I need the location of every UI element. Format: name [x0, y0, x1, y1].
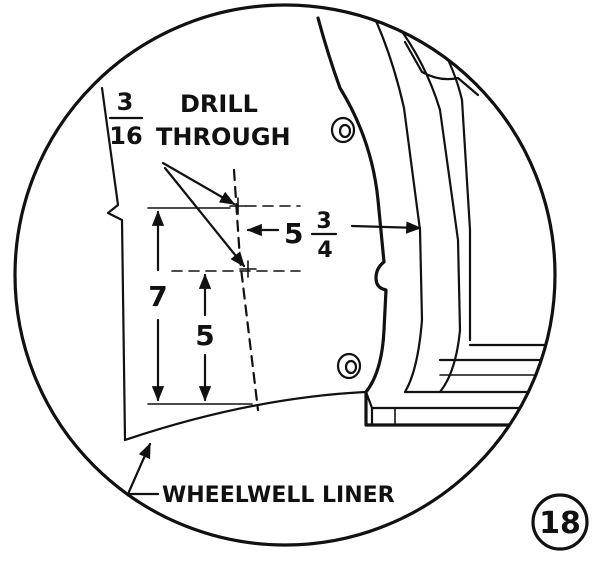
drill-leader-arrows: [161, 161, 246, 268]
step-number: 18: [539, 506, 581, 541]
vertical-dimension-7-label: 7: [148, 280, 167, 313]
horizontal-dimension-denominator: 4: [317, 238, 332, 263]
vertical-dimension-5-label: 5: [195, 319, 214, 352]
wheelwell-liner-label: WHEELWELL LINER: [162, 483, 395, 508]
through-label: THROUGH: [156, 123, 291, 151]
drill-label: DRILL: [180, 90, 258, 118]
drill-fraction-denominator: 16: [109, 122, 142, 150]
horizontal-dimension: [245, 205, 422, 237]
lower-bolt-icon: [336, 352, 362, 380]
lower-drill-hole: [239, 260, 257, 278]
horizontal-dimension-numerator: 3: [316, 209, 331, 234]
step-number-badge: 18: [531, 493, 589, 551]
horizontal-dimension-whole: 5: [284, 217, 303, 250]
upper-bolt-icon: [330, 116, 356, 144]
upper-drill-hole: [229, 197, 247, 215]
wheelwell-liner-leader: [126, 442, 160, 496]
drill-fraction-numerator: 3: [117, 88, 134, 116]
detail-circle: [13, 3, 557, 547]
